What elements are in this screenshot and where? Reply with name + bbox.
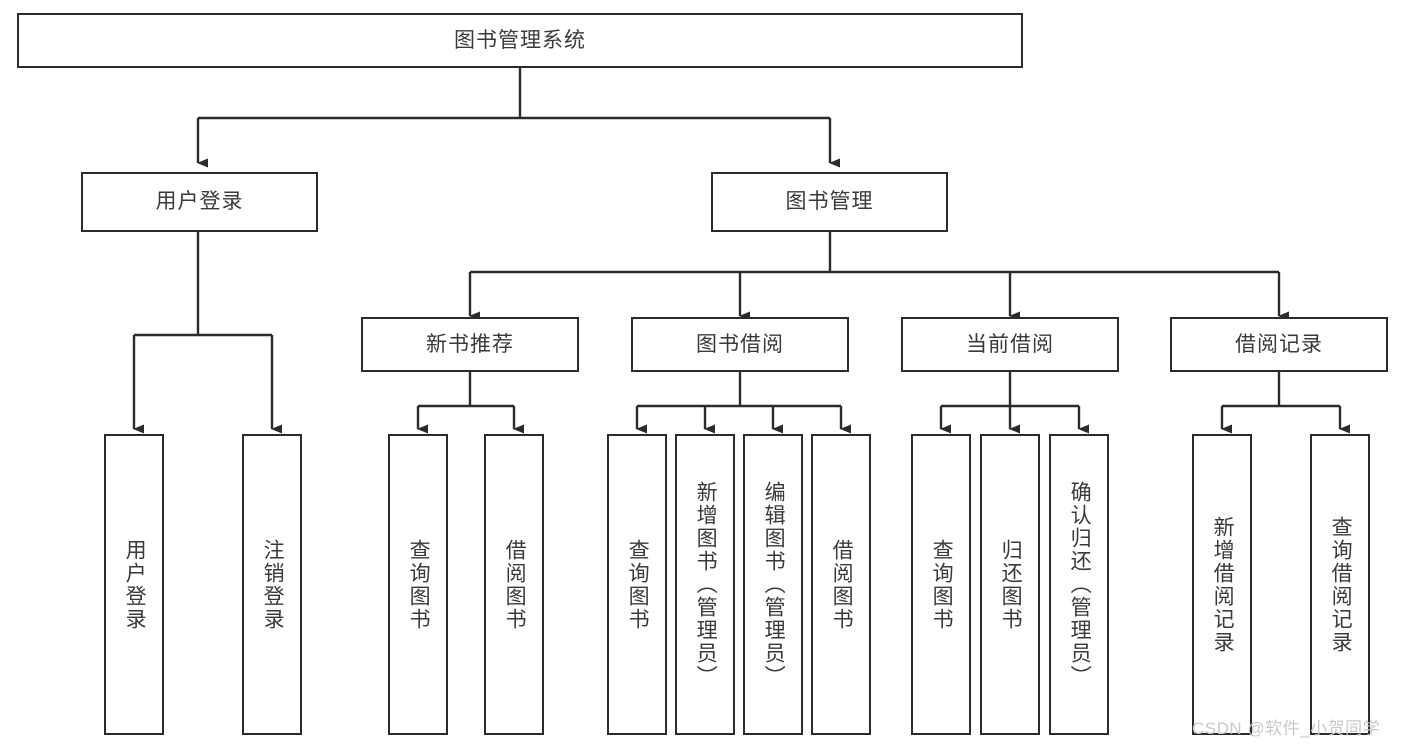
node-label: 图书管理系统 [454, 28, 586, 52]
node-label: 借阅记录 [1235, 332, 1323, 356]
node-root-book-management-system[interactable]: 图书管理系统 [17, 13, 1023, 68]
node-label: 编辑图书（管理员） [762, 481, 786, 688]
node-label: 查询图书 [930, 538, 954, 631]
leaf-new-book-query[interactable]: 查询图书 [388, 434, 448, 735]
leaf-new-book-borrow[interactable]: 借阅图书 [484, 434, 544, 735]
node-new-book-recommend[interactable]: 新书推荐 [361, 317, 579, 372]
node-label: 当前借阅 [966, 332, 1054, 356]
leaf-user-login-signin[interactable]: 用户登录 [104, 434, 164, 735]
node-label: 图书借阅 [696, 332, 784, 356]
leaf-book-borrow-edit[interactable]: 编辑图书（管理员） [743, 434, 803, 735]
node-user-login[interactable]: 用户登录 [81, 172, 318, 232]
leaf-book-borrow-borrow[interactable]: 借阅图书 [811, 434, 871, 735]
watermark-text: CSDN @软件_小贺同学 [1192, 719, 1381, 738]
leaf-book-borrow-add[interactable]: 新增图书（管理员） [675, 434, 735, 735]
node-label: 查询图书 [407, 538, 431, 631]
node-label: 新书推荐 [426, 332, 514, 356]
node-label: 新增借阅记录 [1211, 515, 1235, 654]
leaf-current-borrow-confirm-return[interactable]: 确认归还（管理员） [1049, 434, 1109, 735]
node-current-borrow[interactable]: 当前借阅 [901, 317, 1119, 372]
node-book-borrow[interactable]: 图书借阅 [631, 317, 849, 372]
node-label: 图书管理 [785, 190, 874, 214]
node-label: 查询借阅记录 [1329, 515, 1353, 654]
node-book-management[interactable]: 图书管理 [711, 172, 948, 232]
node-label: 用户登录 [155, 190, 244, 214]
node-label: 确认归还（管理员） [1068, 481, 1092, 688]
leaf-book-borrow-query[interactable]: 查询图书 [607, 434, 667, 735]
node-label: 借阅图书 [503, 538, 527, 631]
node-label: 新增图书（管理员） [694, 481, 718, 688]
node-label: 借阅图书 [830, 538, 854, 631]
node-label: 注销登录 [261, 538, 285, 631]
node-borrow-record[interactable]: 借阅记录 [1170, 317, 1388, 372]
leaf-current-borrow-return[interactable]: 归还图书 [980, 434, 1040, 735]
node-label: 查询图书 [626, 538, 650, 631]
leaf-borrow-record-query[interactable]: 查询借阅记录 [1310, 434, 1370, 735]
leaf-current-borrow-query[interactable]: 查询图书 [911, 434, 971, 735]
leaf-borrow-record-add[interactable]: 新增借阅记录 [1192, 434, 1252, 735]
leaf-user-login-signout[interactable]: 注销登录 [242, 434, 302, 735]
node-label: 用户登录 [123, 538, 147, 631]
node-label: 归还图书 [999, 538, 1023, 631]
